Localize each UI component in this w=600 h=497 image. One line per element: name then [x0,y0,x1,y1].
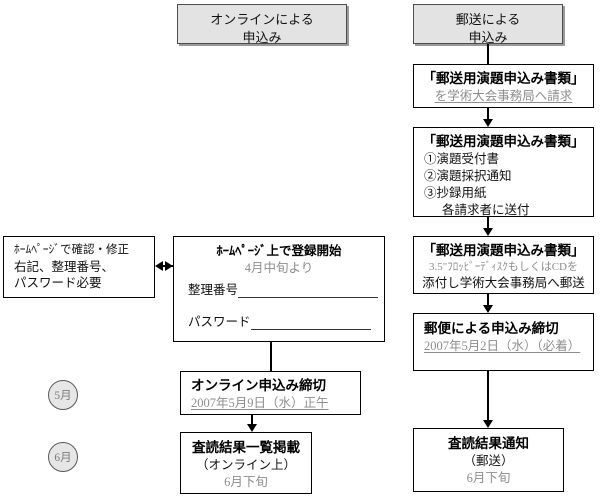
registration-number-field-row[interactable]: 整理番号 [188,279,379,298]
online-deadline-line1: オンライン申込み締切 [191,378,326,393]
postal-step1-line1: 「郵送用演題申込み書類」 [422,71,585,86]
connector-postal-step2-to-step3 [487,217,489,231]
postal-result-line2: （郵送） [463,454,514,469]
header-postal-application: 郵送による 申込み [413,4,563,45]
postal-step3-line3: 添付し学術大会事務局へ郵送 [422,276,585,291]
connector-online-deadline-to-result [251,415,253,428]
online-registration-box: ﾎｰﾑﾍﾟｰｼﾞ上で登録開始 4月中旬より [173,236,385,342]
arrow-down-postal-deadline [483,305,493,313]
register-title: ﾎｰﾑﾍﾟｰｼﾞ上で登録開始 [216,244,342,258]
arrow-down-online-result [247,424,257,432]
arrow-down-postal-result [483,420,493,428]
postal-step3-line2: 3.5"ﾌﾛｯﾋﾟｰﾃﾞｨｽｸもしくはCDを [428,261,579,274]
month-marker-june: 6月 [48,442,78,472]
header-postal-line1: 郵送による [455,12,521,27]
connector-postal-step1-to-step2 [487,108,489,122]
postal-result-line1: 査読結果通知 [448,436,529,451]
connector-postal-header-to-step1 [487,44,489,64]
password-field-row[interactable]: パスワード [188,311,371,330]
header-online-application: オンラインによる 申込み [177,4,347,45]
connector-postal-step3-to-deadline [487,294,489,308]
online-application-deadline: オンライン申込み締切 2007年5月9日（水）正午 [180,371,361,415]
registration-number-label: 整理番号 [188,283,239,297]
postal-step-documents-contents: 「郵送用演題申込み書類」 ①演題受付書 ②演題採択通知 ③抄録用紙 各請求者に送… [413,127,594,217]
connector-postal-deadline-to-result [487,371,489,423]
month-marker-may-label: 5月 [54,390,72,402]
arrow-right-register [165,261,173,271]
confirm-line1: ﾎｰﾑﾍﾟｰｼﾞで確認・修正 [14,244,129,256]
month-marker-may: 5月 [48,380,78,410]
confirm-line3: パスワード必要 [14,276,102,291]
online-confirm-modify-box: ﾎｰﾑﾍﾟｰｼﾞで確認・修正 右記、整理番号、 パスワード必要 [3,236,155,298]
postal-review-result-notice: 査読結果通知 （郵送） 6月下旬 [413,428,564,492]
arrow-down-postal-step2 [483,119,493,127]
postal-application-deadline: 郵便による申込み締切 2007年5月2日（水）（必着） [413,313,594,371]
month-marker-june-label: 6月 [54,452,72,464]
password-label: パスワード [188,315,251,329]
postal-result-line3: 6月下旬 [466,471,511,486]
postal-step2-item4: 各請求者に送付 [442,202,530,217]
arrow-down-postal-step3 [483,228,493,236]
connector-register-to-online-deadline [270,342,272,371]
online-result-line3: 6月下旬 [224,475,268,490]
postal-deadline-line2: 2007年5月2日（水）（必着） [424,339,581,354]
online-result-line1: 査読結果一覧掲載 [192,440,300,455]
online-review-result-listing: 査読結果一覧掲載 （オンライン上） 6月下旬 [180,432,312,494]
postal-step2-item2: ②演題採択通知 [424,169,512,184]
registration-number-input[interactable] [238,283,379,298]
postal-step-mail-documents: 「郵送用演題申込み書類」 3.5"ﾌﾛｯﾋﾟｰﾃﾞｨｽｸもしくはCDを 添付し学… [413,236,594,294]
header-online-line2: 申込み [242,29,282,45]
arrow-left-confirm [155,261,163,271]
postal-step1-line2: を学術大会事務局へ請求 [434,89,573,104]
postal-step2-item1: ①演題受付書 [424,152,500,167]
postal-step2-title: 「郵送用演題申込み書類」 [422,134,585,149]
confirm-line2: 右記、整理番号、 [14,259,115,274]
online-result-line2: （オンライン上） [195,458,296,473]
header-postal-line2: 申込み [468,29,508,45]
header-online-line1: オンラインによる [210,12,314,27]
register-subtitle: 4月中旬より [244,260,314,275]
postal-step-request-documents: 「郵送用演題申込み書類」 を学術大会事務局へ請求 [413,64,594,108]
postal-deadline-line1: 郵便による申込み締切 [424,321,559,336]
password-input[interactable] [250,315,371,330]
postal-step2-item3: ③抄録用紙 [424,185,487,200]
postal-step3-line1: 「郵送用演題申込み書類」 [422,243,585,258]
online-deadline-line2: 2007年5月9日（水）正午 [191,396,329,411]
